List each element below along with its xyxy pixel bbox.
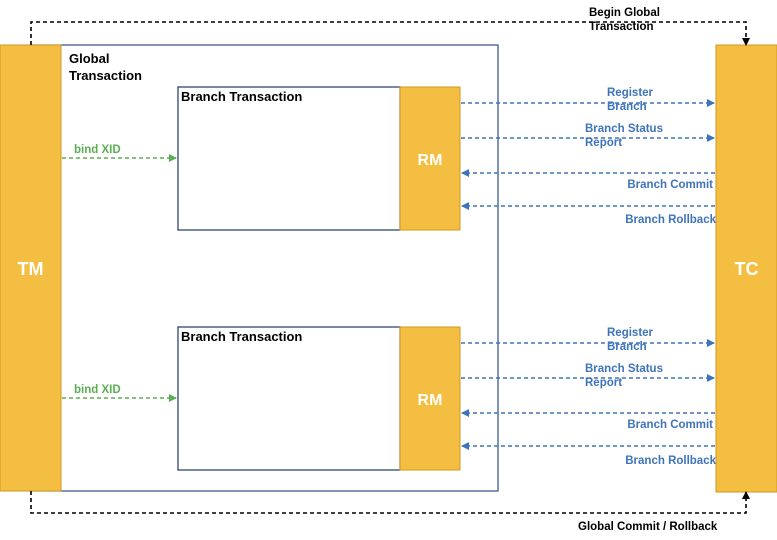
begin-global-transaction-label-line1: Begin Global bbox=[589, 7, 660, 19]
branch-status-report-label-1-line1: Branch Status bbox=[585, 123, 663, 135]
branch-transaction-title-1: Branch Transaction bbox=[181, 89, 302, 104]
branch-commit-label-2: Branch Commit bbox=[627, 419, 713, 431]
rm-label-1: RM bbox=[418, 152, 443, 169]
tm-label: TM bbox=[18, 259, 44, 279]
branch-status-report-label-2-line2: Report bbox=[585, 377, 622, 389]
tc-label: TC bbox=[735, 259, 759, 279]
global-transaction-label-line2: Transaction bbox=[69, 68, 142, 83]
rm-box-1 bbox=[399, 86, 461, 231]
register-branch-label-1-line1: Register bbox=[607, 87, 654, 99]
branch-rollback-label-2: Branch Rollback bbox=[625, 455, 716, 467]
branch-status-report-label-1-line2: Report bbox=[585, 137, 622, 149]
tc-box bbox=[715, 44, 777, 493]
rm-box-2 bbox=[399, 326, 461, 471]
register-branch-label-2-line1: Register bbox=[607, 327, 654, 339]
register-branch-label-2-line2: Branch bbox=[607, 341, 647, 353]
branch-commit-label-1: Branch Commit bbox=[627, 179, 713, 191]
branch-group-2: Branch Transaction RM bind XID Register … bbox=[62, 326, 717, 471]
global-transaction-label-line1: Global bbox=[69, 51, 109, 66]
register-branch-label-1-line2: Branch bbox=[607, 101, 647, 113]
global-commit-rollback-connector bbox=[30, 491, 750, 514]
bind-xid-label-2: bind XID bbox=[74, 384, 121, 396]
branch-transaction-box-1 bbox=[177, 86, 401, 231]
branch-transaction-box-2 bbox=[177, 326, 401, 471]
branch-rollback-label-1: Branch Rollback bbox=[625, 214, 716, 226]
global-commit-rollback-label: Global Commit / Rollback bbox=[578, 521, 718, 533]
rm-label-2: RM bbox=[418, 392, 443, 409]
bind-xid-label-1: bind XID bbox=[74, 144, 121, 156]
branch-status-report-label-2-line1: Branch Status bbox=[585, 363, 663, 375]
begin-global-transaction-label-line2: Transaction bbox=[589, 21, 654, 33]
branch-transaction-title-2: Branch Transaction bbox=[181, 329, 302, 344]
branch-group-1: Branch Transaction RM bind XID Register … bbox=[62, 86, 717, 231]
tm-box bbox=[0, 44, 62, 492]
begin-global-transaction-connector bbox=[30, 21, 750, 46]
